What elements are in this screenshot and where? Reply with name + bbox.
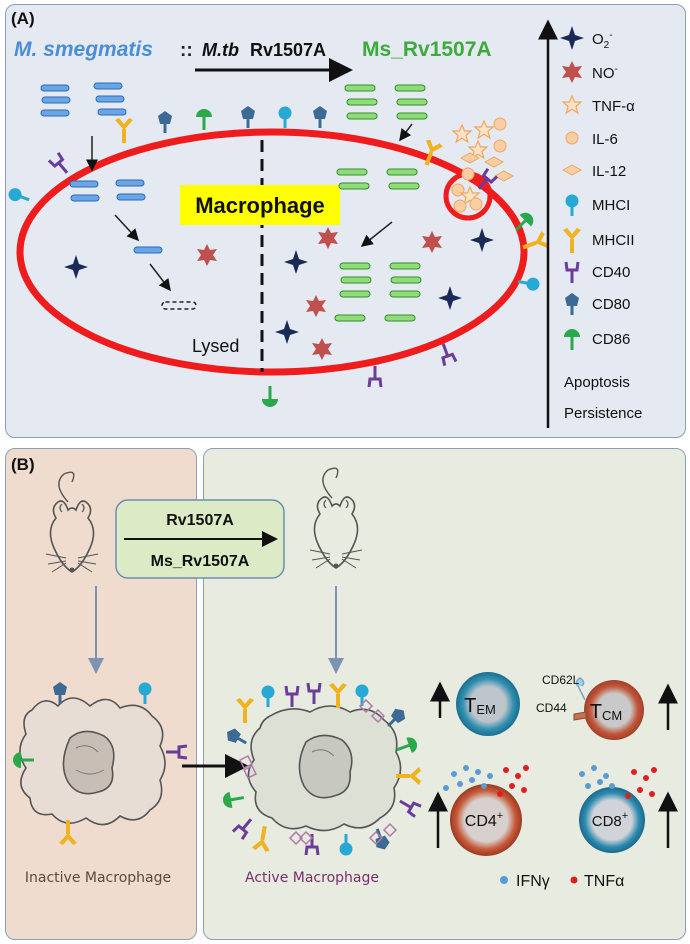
legend-cd80-icon <box>563 291 581 317</box>
no-star-1 <box>318 227 338 249</box>
outcome-apoptosis: Apoptosis <box>564 374 630 391</box>
cd44-label: CD44 <box>536 701 567 715</box>
cd8-label: CD8+ <box>592 810 628 830</box>
cd62l-label: CD62L <box>542 673 580 687</box>
macrophage-label-box <box>180 185 340 225</box>
degrade-arrow-2 <box>149 263 171 292</box>
no-star-4 <box>312 338 332 360</box>
ms-bacteria-cluster-outside <box>40 82 127 117</box>
legend-tnf-icon <box>562 95 582 114</box>
legend-a: O2- NO- TNF-α IL-6 IL-12 MHCI MHCII CD40… <box>560 26 642 422</box>
mouse-treated-icon <box>309 467 363 570</box>
legend-mhc2-icon <box>561 226 583 255</box>
tem-cell <box>456 672 520 736</box>
entry-arrow-right <box>399 123 413 142</box>
ms-rv-bacteria-inside <box>334 168 422 322</box>
panel-b-label: (B) <box>11 455 35 474</box>
ifn-dots <box>443 765 615 791</box>
ms-rv1507a-label: Ms_Rv1507A <box>362 38 492 61</box>
legend-tnf-label: TNF-α <box>592 98 635 115</box>
single-bacterium <box>133 246 163 254</box>
surface-receptors-a <box>5 104 552 409</box>
legend-cd86-icon <box>562 327 582 352</box>
cd44-receptor <box>573 711 587 721</box>
inactive-macrophage-label: Inactive Macrophage <box>25 870 171 886</box>
macrophage-label: Macrophage <box>195 193 325 218</box>
m-smegmatis-label: M. smegmatis <box>14 38 153 61</box>
o2-star-1 <box>284 250 308 274</box>
cd8-cell <box>579 787 645 853</box>
tcm-cell <box>584 680 644 740</box>
ifn-legend-dot <box>500 876 508 884</box>
legend-mhc2-label: MHCII <box>592 232 635 249</box>
rv1507a-gene-label: Rv1507A <box>250 40 326 60</box>
fusion-separator: :: <box>180 40 193 61</box>
legend-o2-icon <box>560 26 584 50</box>
no-star-3 <box>306 295 326 317</box>
treatment-ms-rv1507a: Ms_Rv1507A <box>151 553 250 570</box>
legend-il12-icon <box>562 164 582 176</box>
tnf-dots <box>497 765 657 799</box>
legend-il6-label: IL-6 <box>592 131 618 148</box>
tnf-legend-label: TNFα <box>584 873 624 890</box>
persist-arrow <box>360 221 393 247</box>
cd4-cell <box>450 784 522 856</box>
tem-label: TEM <box>464 695 496 717</box>
mtb-species-label: M.tb <box>202 40 239 60</box>
inactive-macrophage <box>11 680 189 847</box>
no-star-left <box>197 244 217 266</box>
active-macrophage-label: Active Macrophage <box>245 870 379 886</box>
o2-star-2 <box>470 228 494 252</box>
legend-cd80-label: CD80 <box>592 296 630 313</box>
legend-no-label: NO- <box>592 64 618 82</box>
secreted-cytokines <box>451 117 514 213</box>
lysed-label: Lysed <box>192 336 239 356</box>
legend-cd40-icon <box>564 260 580 285</box>
legend-cd86-label: CD86 <box>592 331 630 348</box>
legend-mhc1-icon <box>564 193 580 218</box>
degrade-arrow-1 <box>114 214 140 242</box>
active-macrophage <box>220 681 423 857</box>
panel-a-label: (A) <box>11 9 35 28</box>
treatment-rv1507a: Rv1507A <box>166 512 234 529</box>
cd62l-receptor <box>575 677 586 701</box>
cd4-label: CD4+ <box>465 810 503 830</box>
ms-bacteria-inside <box>69 179 146 202</box>
o2-star-3 <box>438 286 462 310</box>
o2-star-4 <box>275 320 299 344</box>
o2-star-left <box>64 255 88 279</box>
legend-il12-label: IL-12 <box>592 163 626 180</box>
legend-il6-icon <box>565 131 579 145</box>
macrophage-membrane <box>16 128 528 376</box>
outcome-persistence: Persistence <box>564 405 642 422</box>
legend-mhc1-label: MHCI <box>592 197 630 214</box>
no-star-2 <box>422 231 442 253</box>
tcm-label: TCM <box>590 701 622 723</box>
ms-rv-bacteria-cluster-outside <box>344 84 428 120</box>
lysed-bacterium <box>161 301 197 310</box>
mouse-control-icon <box>45 471 99 574</box>
legend-o2-label: O2- <box>592 30 613 51</box>
legend-cd40-label: CD40 <box>592 264 630 281</box>
ifn-legend-label: IFNγ <box>516 873 550 890</box>
legend-no-icon <box>562 61 582 83</box>
tnf-legend-dot <box>570 876 578 884</box>
